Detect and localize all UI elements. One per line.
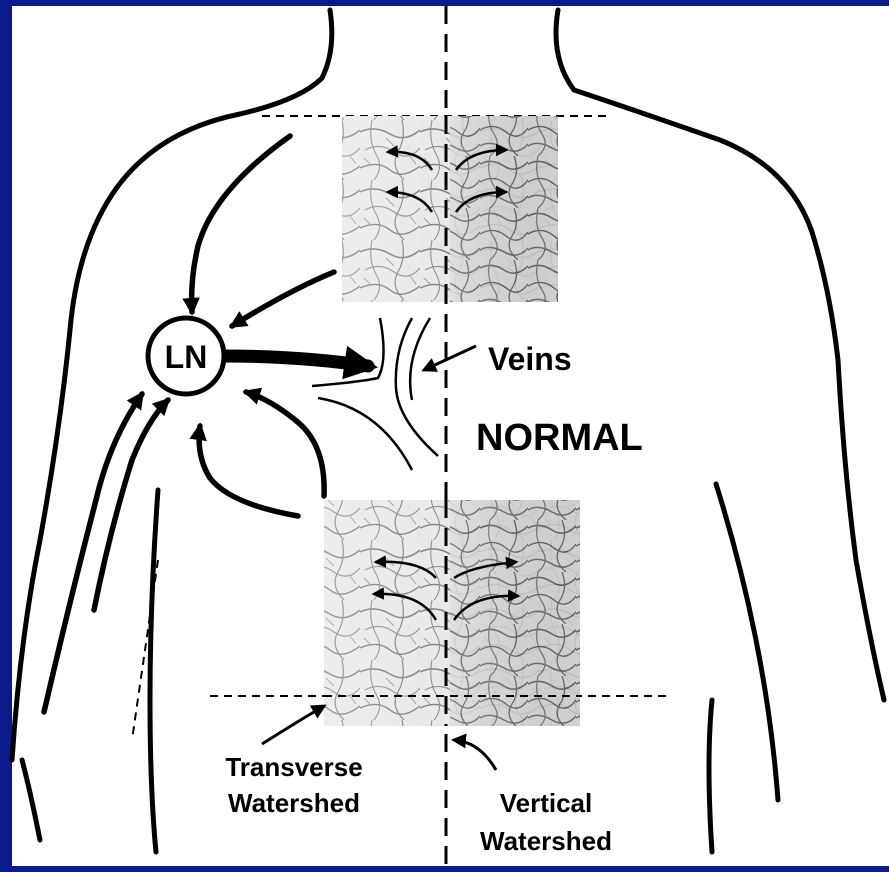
transverse-label-line1: Transverse (225, 752, 362, 782)
vein-arrow-pointer (424, 346, 476, 370)
vein-curve-3 (410, 318, 430, 400)
arrow-from-lower-patch-2 (199, 426, 298, 516)
upper-skin-patch (342, 116, 558, 302)
arrow-from-arm-2 (44, 394, 142, 712)
vertical-label-line2: Watershed (480, 826, 612, 856)
neck-right-line (556, 10, 884, 700)
arrow-from-lower-patch-1 (246, 392, 324, 496)
veins (312, 318, 476, 470)
transverse-label-line2: Watershed (228, 788, 360, 818)
arrow-from-upper-patch (232, 272, 334, 326)
normal-label: NORMAL (476, 417, 643, 459)
left-lower-body-line (22, 760, 40, 840)
vertical-watershed-annotation: Vertical Watershed (454, 740, 612, 856)
lymph-node-label: LN (165, 339, 208, 375)
vertical-label-line1: Vertical (500, 788, 593, 818)
vein-curve-4 (318, 398, 412, 470)
vein-curve-1 (312, 318, 384, 386)
right-outer-waist-line (709, 700, 712, 852)
veins-label: Veins (488, 341, 572, 377)
drainage-arrows (44, 136, 368, 712)
lower-skin-patch (324, 500, 580, 726)
left-arm-inner-line (150, 490, 158, 852)
arrow-ln-to-veins (224, 356, 368, 366)
right-arm-inner-line (716, 484, 778, 800)
lymph-node: LN (148, 318, 224, 394)
arrow-from-shoulder (192, 136, 290, 312)
vein-curve-2 (396, 318, 438, 456)
